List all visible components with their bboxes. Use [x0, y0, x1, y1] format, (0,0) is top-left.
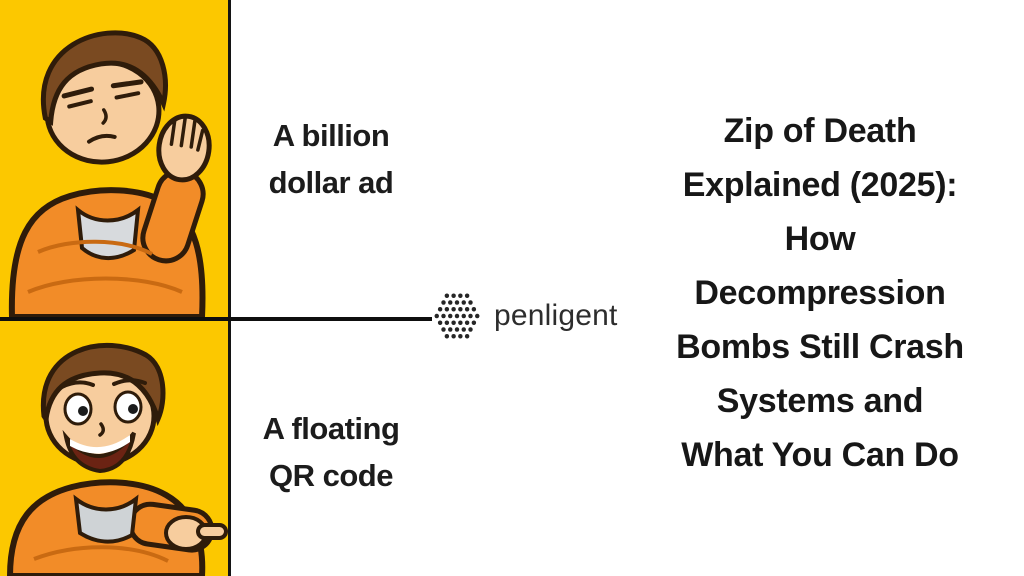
title-line: What You Can Do	[681, 436, 959, 474]
meme-bottom-panel	[0, 321, 228, 576]
title-line: Zip of Death	[723, 112, 917, 150]
panel-border-line	[228, 0, 231, 576]
meme-top-caption: A billion dollar ad	[231, 0, 431, 317]
caption-line: QR code	[269, 457, 393, 493]
title-line: How	[784, 220, 856, 258]
caption-line: A floating	[262, 410, 400, 446]
meme-caption-column: A billion dollar ad A floating QR code	[231, 0, 431, 576]
meme-image-column	[0, 0, 228, 576]
title-line: Systems and	[716, 382, 924, 420]
title-line: Bombs Still Crash	[676, 328, 964, 366]
meme-bottom-caption: A floating QR code	[231, 321, 431, 576]
meme-top-panel	[0, 0, 228, 317]
man-approving-illustration	[6, 342, 228, 576]
title-line: Explained (2025):	[682, 166, 958, 204]
penligent-logo-icon	[434, 293, 480, 339]
panel-divider-line	[0, 317, 432, 321]
title-line: Decompression	[694, 274, 946, 312]
caption-line: A billion	[272, 117, 390, 153]
penligent-logo: penligent	[430, 288, 618, 344]
caption-line: dollar ad	[268, 164, 394, 200]
penligent-logo-text: penligent	[494, 299, 618, 332]
man-rejecting-illustration	[8, 30, 212, 317]
page-title: Zip of Death Explained (2025): How Decom…	[632, 104, 1008, 482]
